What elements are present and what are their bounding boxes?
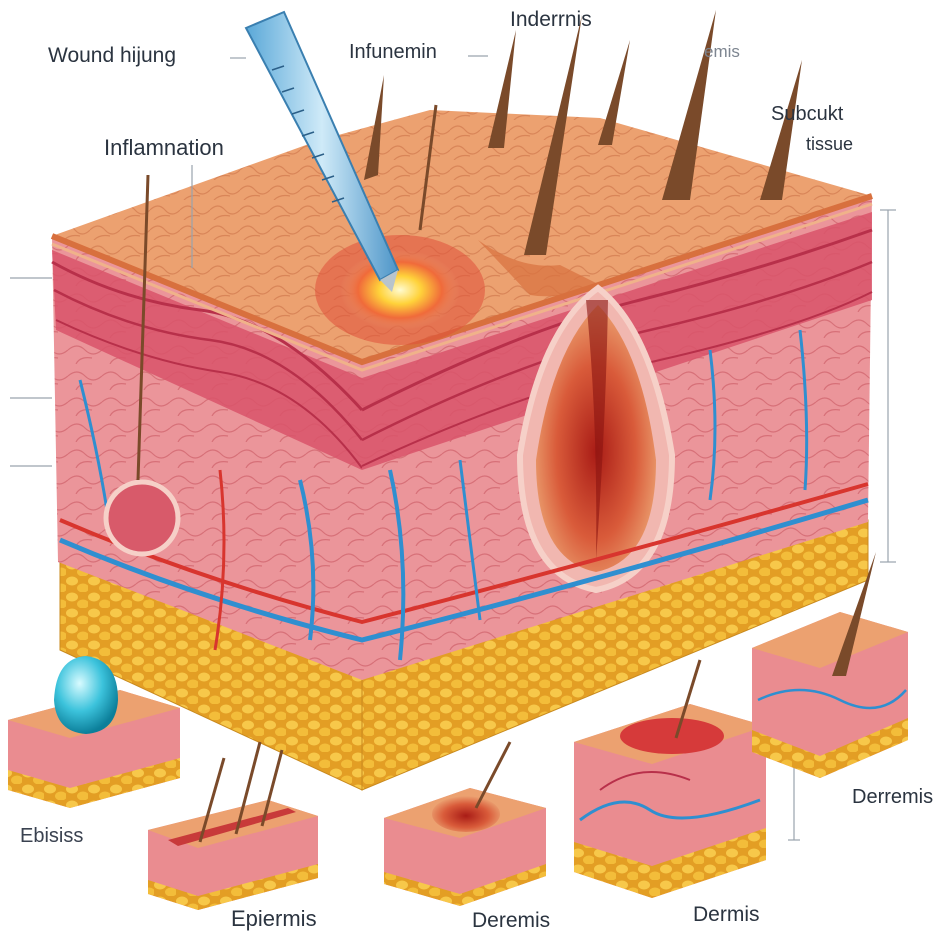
label-dermis: Dermis <box>693 903 760 926</box>
label-deremis: Deremis <box>472 909 551 932</box>
label-inflammation: Inflamnation <box>104 135 224 160</box>
label-wound-healing: Wound hijung <box>48 44 177 67</box>
label-inderrnis: Inderrnis <box>510 8 592 31</box>
label-infunemin: Infunemin <box>349 41 437 63</box>
label-emis: emis <box>704 42 740 61</box>
label-subcutaneous-line1: Subcukt <box>771 103 844 125</box>
label-ebisiss: Ebisiss <box>20 825 84 847</box>
label-subcutaneous-line2: tissue <box>806 134 854 154</box>
label-derremis: Derremis <box>852 786 934 808</box>
label-epiermis: Epiermis <box>231 906 317 931</box>
